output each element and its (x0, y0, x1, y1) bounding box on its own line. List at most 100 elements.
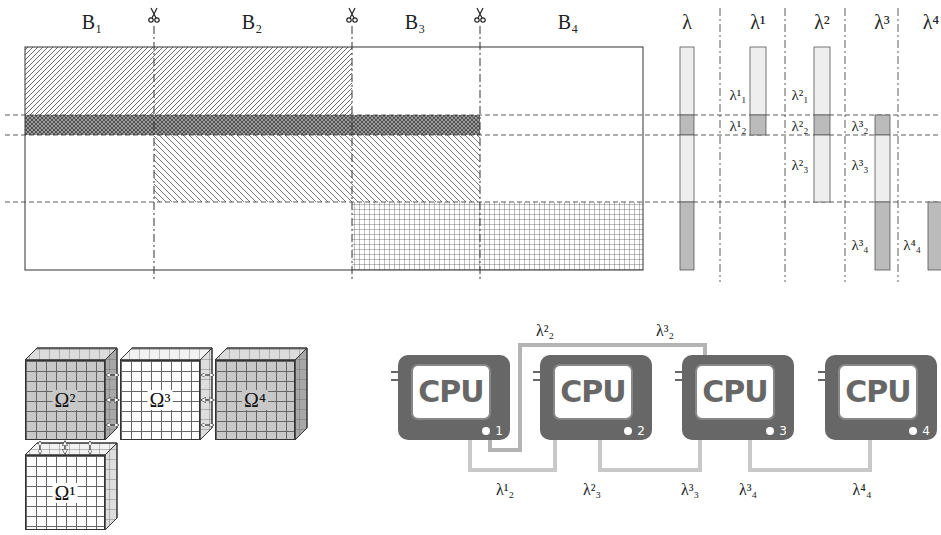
drawing-part (352, 26, 353, 282)
chip-dot (624, 427, 632, 435)
drawing-part (5, 115, 941, 116)
vector-label: λ³₃ (851, 158, 870, 173)
drawing-part (151, 8, 157, 18)
chip-label: CPU (418, 377, 483, 407)
vector-label: λ³₄ (851, 238, 870, 253)
interface-arrow (201, 399, 214, 400)
cpu-chip: CPU 4 (825, 355, 937, 440)
drawing-part (5, 135, 941, 136)
subdomain-label: Ω² (53, 390, 78, 410)
drawing-part (675, 379, 682, 381)
chip-die: CPU (695, 364, 775, 420)
drawing-part (201, 424, 214, 425)
communication-link (750, 440, 870, 470)
drawing-part (25, 348, 117, 360)
drawing-part (475, 8, 485, 22)
drawing-part (89, 441, 90, 454)
drawing-part (391, 371, 398, 373)
drawing-part (347, 8, 357, 22)
vector-label: λ³₂ (851, 119, 870, 134)
subdomain-label: Ω⁴ (242, 390, 268, 410)
cpu-chip: CPU 3 (682, 355, 794, 440)
chip-label: CPU (560, 377, 625, 407)
drawing-part (875, 135, 890, 202)
chip-label: CPU (702, 377, 767, 407)
link-label: λ²₃ (582, 482, 602, 498)
cut-lines (154, 26, 480, 282)
drawing-part (120, 348, 212, 360)
drawing-part (814, 135, 830, 202)
block-label: B₄ (557, 12, 579, 32)
drawing-part (845, 8, 846, 282)
drawing-part (814, 115, 830, 135)
vector-label: λ²₃ (791, 158, 810, 173)
chip-die: CPU (553, 364, 633, 420)
drawing-part (680, 202, 694, 270)
drawing-part (200, 348, 212, 440)
link-label: λ³₂ (655, 323, 675, 339)
row-guides (5, 115, 941, 202)
chip-number: 3 (779, 425, 787, 437)
drawing-part (818, 379, 825, 381)
block-label: B₁ (81, 12, 103, 32)
drawing-part (215, 348, 307, 360)
chip-die: CPU (411, 364, 491, 420)
cpu-chip: CPU 1 (398, 355, 510, 440)
chip-number: 2 (637, 425, 645, 437)
cpu-chip: CPU 2 (540, 355, 652, 440)
chip-number: 1 (495, 425, 503, 437)
subdomain-cube: Ω³ (120, 360, 200, 440)
drawing-part (750, 47, 766, 115)
subdomain-cube: Ω¹ (25, 455, 105, 530)
chip-dot (909, 427, 917, 435)
vector-label: λ (681, 12, 693, 32)
drawing-part (25, 47, 352, 115)
drawing-part (105, 443, 117, 530)
drawing-part (928, 202, 941, 270)
vector-label: λ²₁ (791, 88, 810, 103)
drawing-part (720, 8, 721, 282)
chip-label: CPU (845, 377, 910, 407)
vector-label: λ⁴₄ (902, 238, 922, 253)
drawing-part (533, 371, 540, 373)
drawing-part (349, 8, 355, 18)
link-label: λ³₄ (738, 482, 758, 498)
vector-label: λ⁴ (922, 12, 941, 32)
drawing-part (295, 348, 307, 440)
drawing-part (675, 371, 682, 373)
drawing-part (154, 135, 480, 202)
subdomain-cube: Ω⁴ (215, 360, 295, 440)
drawing-part (39, 441, 40, 454)
drawing-part (149, 18, 153, 22)
chip-die: CPU (838, 364, 918, 420)
link-label: λ³₃ (680, 482, 700, 498)
drawing-part (155, 18, 159, 22)
drawing-part (105, 348, 117, 440)
drawing-part (680, 135, 694, 202)
vector-label: λ¹ (749, 12, 767, 32)
interface-arrow (106, 399, 119, 400)
drawing-part (5, 202, 941, 203)
drawing-part (347, 18, 351, 22)
drawing-part (352, 202, 643, 270)
chip-dot (766, 427, 774, 435)
link-label: λ²₂ (535, 323, 555, 339)
vector-label: λ¹₂ (729, 119, 748, 134)
vector-label: λ¹₁ (729, 88, 748, 103)
drawing-part (105, 348, 117, 440)
chip-number: 4 (922, 425, 930, 437)
drawing-part (480, 26, 481, 282)
drawing-part (105, 443, 117, 530)
matrix (25, 47, 643, 270)
block-label: B₃ (404, 12, 426, 32)
link-label: λ¹₂ (495, 482, 515, 498)
drawing-part (106, 424, 119, 425)
drawing-part (120, 348, 212, 360)
vector-separators (720, 8, 898, 282)
vector-label: λ²₂ (791, 119, 810, 134)
drawing-part (477, 8, 483, 18)
drawing-part (533, 379, 540, 381)
drawing-part (680, 115, 694, 135)
